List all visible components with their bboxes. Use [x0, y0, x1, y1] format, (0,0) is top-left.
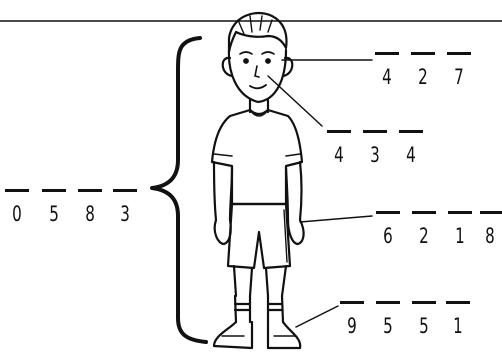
- right-sock: [268, 296, 283, 322]
- code-head-digit: 4: [377, 66, 396, 88]
- right-eye: [266, 59, 270, 63]
- leader-line-shoe: [296, 306, 338, 327]
- code-chest-digit: 4: [329, 144, 348, 166]
- left-leg: [234, 266, 252, 296]
- right-hand: [288, 220, 304, 244]
- code-head-digit: 7: [449, 66, 468, 88]
- code-hand-digit: 6: [378, 225, 397, 247]
- code-shoe-digit: 5: [414, 315, 433, 337]
- code-hand-digit: 1: [450, 225, 469, 247]
- code-whole-body-digit: 5: [44, 203, 63, 225]
- code-chest-digit: 3: [365, 144, 384, 166]
- left-shoe: [214, 322, 252, 348]
- code-head-digit: 2: [413, 66, 432, 88]
- left-hand: [215, 220, 231, 244]
- shorts: [228, 204, 290, 268]
- code-hand-digit: 2: [414, 225, 433, 247]
- code-chest-digit: 4: [401, 144, 420, 166]
- leader-line-chest: [268, 76, 322, 126]
- boy-figure: [212, 13, 304, 348]
- left-eye: [244, 59, 248, 63]
- code-whole-body-digit: 8: [80, 203, 99, 225]
- hair: [229, 13, 286, 52]
- right-leg: [266, 266, 286, 296]
- curly-brace: [152, 38, 206, 342]
- code-whole-body-digit: 0: [7, 203, 26, 225]
- right-arm: [286, 162, 302, 220]
- right-shoe: [268, 322, 300, 348]
- code-shoe-digit: 1: [448, 315, 467, 337]
- code-hand-digit: 8: [480, 225, 499, 247]
- leader-line-hand: [300, 216, 372, 222]
- code-whole-body-digit: 3: [115, 203, 134, 225]
- code-shoe-digit: 9: [342, 315, 361, 337]
- mouth: [250, 85, 266, 88]
- left-arm: [214, 162, 232, 220]
- left-sock: [235, 296, 250, 322]
- nose: [255, 66, 259, 77]
- shirt: [212, 110, 302, 204]
- code-shoe-digit: 5: [378, 315, 397, 337]
